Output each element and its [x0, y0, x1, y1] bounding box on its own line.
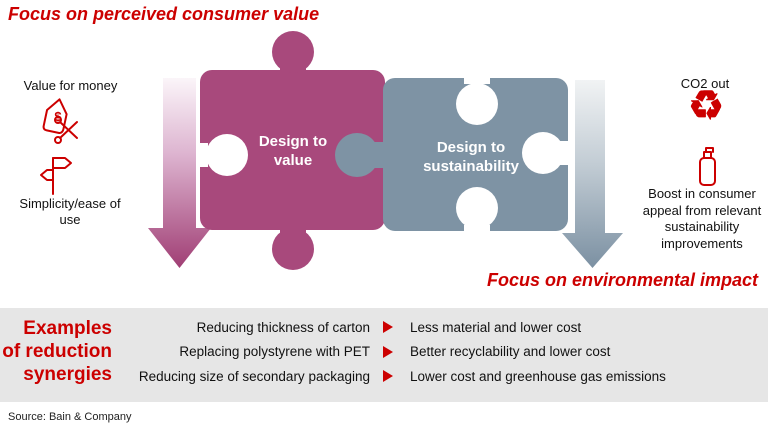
examples-heading-line2: of reduction [2, 341, 112, 362]
title-environmental-impact: Focus on environmental impact [486, 270, 758, 290]
example-action: Reducing size of secondary packaging [138, 368, 370, 384]
pump-bottle-icon [699, 147, 716, 186]
example-benefit: Less material and lower cost [410, 319, 582, 335]
examples-band: Examples of reduction synergies Reducing… [0, 308, 768, 402]
simplicity-label: Simplicity/ease of use [19, 196, 121, 227]
boost-appeal-label: Boost in consumer appeal from relevant s… [642, 186, 762, 251]
puzzle-piece-value [200, 31, 385, 270]
puzzle-piece-value-socket [196, 134, 248, 176]
arrow-bullet-icon [383, 345, 393, 358]
puzzle-piece-sustainability-sockets [456, 74, 572, 235]
example-row: Reducing thickness of carton Less materi… [118, 315, 666, 340]
puzzle-piece-sustainability [335, 78, 568, 231]
dollar-glyph: $ [54, 109, 62, 124]
signpost-icon [40, 157, 72, 195]
price-tag-scissors-icon: $ [42, 98, 78, 144]
example-benefit: Better recyclability and lower cost [410, 344, 611, 360]
example-action: Replacing polystyrene with PET [179, 344, 370, 360]
examples-heading: Examples of reduction synergies [0, 317, 112, 386]
co2-out-label: CO2 out [680, 76, 730, 91]
examples-rows: Reducing thickness of carton Less materi… [118, 315, 666, 389]
arrow-bullet-icon [383, 370, 393, 383]
down-arrow-left [148, 78, 211, 268]
examples-heading-line3: synergies [23, 364, 112, 385]
title-consumer-value: Focus on perceived consumer value [8, 4, 320, 24]
example-row: Replacing polystyrene with PET Better re… [118, 340, 666, 365]
arrow-bullet-icon [383, 321, 393, 334]
examples-heading-line1: Examples [23, 318, 112, 339]
source-note: Source: Bain & Company [8, 411, 132, 423]
example-benefit: Lower cost and greenhouse gas emissions [410, 368, 666, 384]
down-arrow-right [562, 80, 623, 268]
example-row: Reducing size of secondary packaging Low… [118, 364, 666, 389]
design-to-value-label: Design to value [258, 133, 328, 169]
recycle-icon: ♻ [688, 84, 724, 128]
design-to-sustainability-label: Design to sustainability [423, 139, 519, 175]
example-action: Reducing thickness of carton [196, 319, 370, 335]
value-for-money-label: Value for money [23, 78, 118, 93]
